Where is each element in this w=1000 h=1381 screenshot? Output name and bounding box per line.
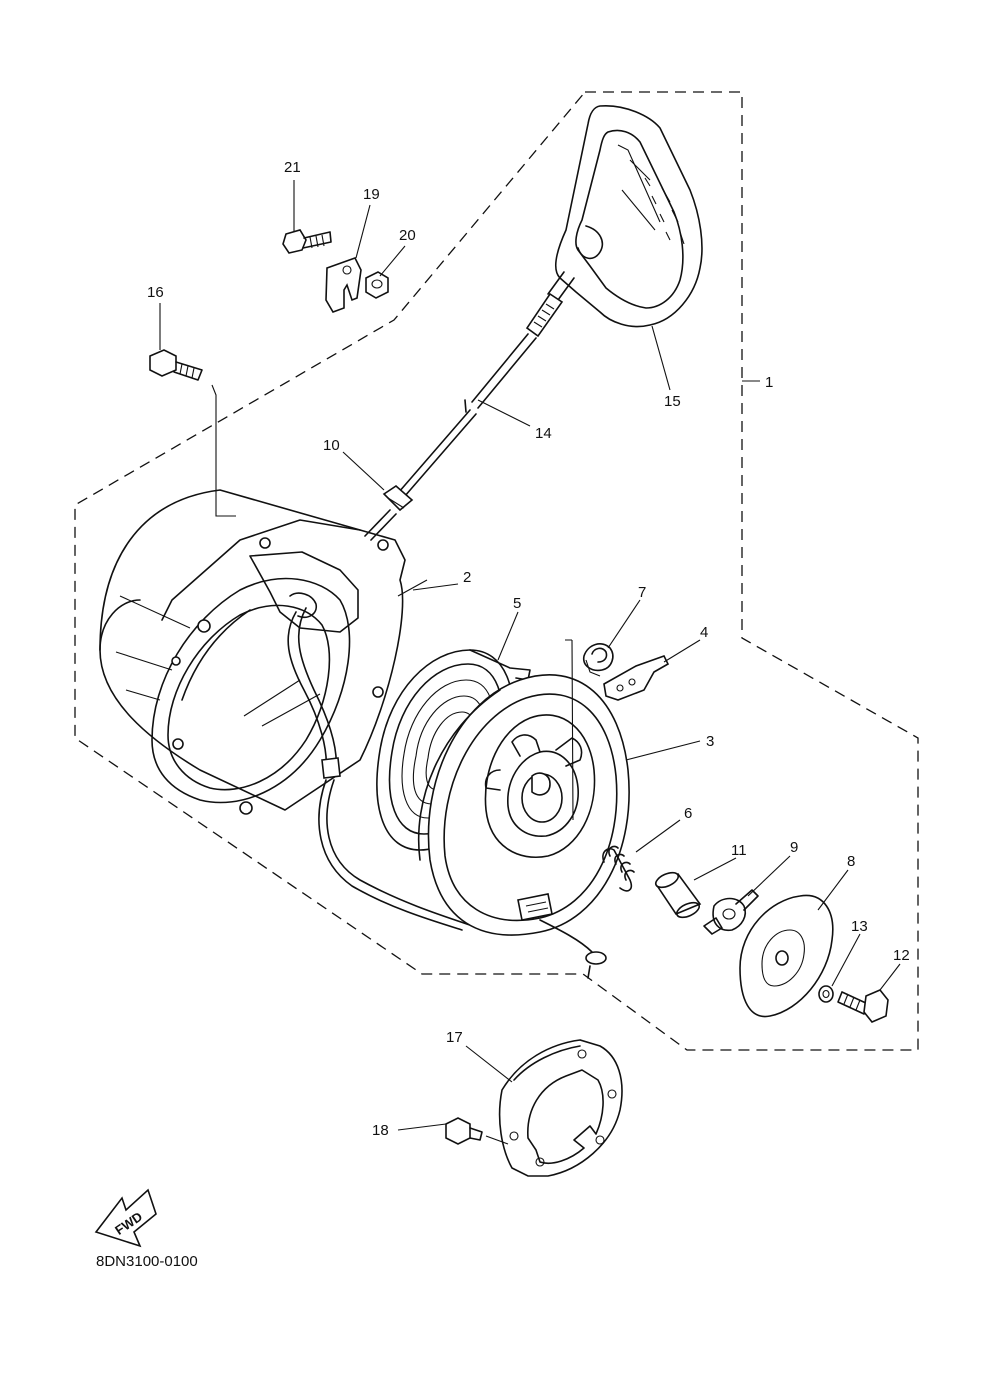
callout-16: 16	[147, 284, 164, 301]
callout-21: 21	[284, 159, 301, 176]
cover-plate-17	[498, 1039, 623, 1177]
callout-14: 14	[535, 425, 552, 442]
fwd-arrow-icon: FWD	[94, 1188, 157, 1248]
bracket-19	[325, 257, 362, 313]
callout-leaders	[159, 180, 901, 1131]
callout-12: 12	[893, 947, 910, 964]
callout-1: 1	[765, 374, 773, 391]
callout-18: 18	[372, 1122, 389, 1139]
screw-18-alignment-line	[485, 1135, 509, 1145]
drive-plate-8	[739, 894, 834, 1018]
callout-20: 20	[399, 227, 416, 244]
screw-18	[445, 1117, 483, 1145]
callout-17: 17	[446, 1029, 463, 1046]
callout-15: 15	[664, 393, 681, 410]
callout-7: 7	[638, 584, 646, 601]
rope-through-case	[318, 779, 471, 931]
callout-8: 8	[847, 853, 855, 870]
bolt-16	[149, 349, 203, 381]
callout-11: 11	[731, 842, 747, 859]
starter-case-2	[99, 489, 406, 815]
callout-labels: 1 2 3 4 5 6 7 8 9 10 11 12 13 14 15 16 1…	[147, 159, 910, 1139]
callout-6: 6	[684, 805, 692, 822]
callout-9: 9	[790, 839, 798, 856]
starter-handle-15	[547, 105, 703, 328]
pawl-spring-7	[582, 643, 614, 677]
assembly-boundary	[74, 91, 919, 1051]
bolt-12	[837, 989, 889, 1023]
nut-20	[365, 271, 389, 299]
callout-10: 10	[323, 437, 340, 454]
callout-3: 3	[706, 733, 714, 750]
pawl-4	[603, 655, 670, 701]
reel-3	[417, 639, 630, 979]
callout-13: 13	[851, 918, 868, 935]
callout-19: 19	[363, 186, 380, 203]
bushing-11	[654, 871, 702, 919]
callout-5: 5	[513, 595, 521, 612]
rope-guide-10	[382, 484, 414, 512]
callout-4: 4	[700, 624, 708, 641]
rope-14	[364, 333, 537, 541]
callout-2: 2	[463, 569, 471, 586]
bolt-16-alignment-line	[211, 384, 236, 517]
compression-spring-6	[602, 845, 635, 892]
rope-sleeve	[525, 292, 564, 338]
friction-spring-9	[703, 889, 759, 935]
diagram-code: 8DN3100-0100	[96, 1253, 198, 1270]
bolt-21	[282, 229, 332, 254]
washer-13	[818, 985, 834, 1003]
